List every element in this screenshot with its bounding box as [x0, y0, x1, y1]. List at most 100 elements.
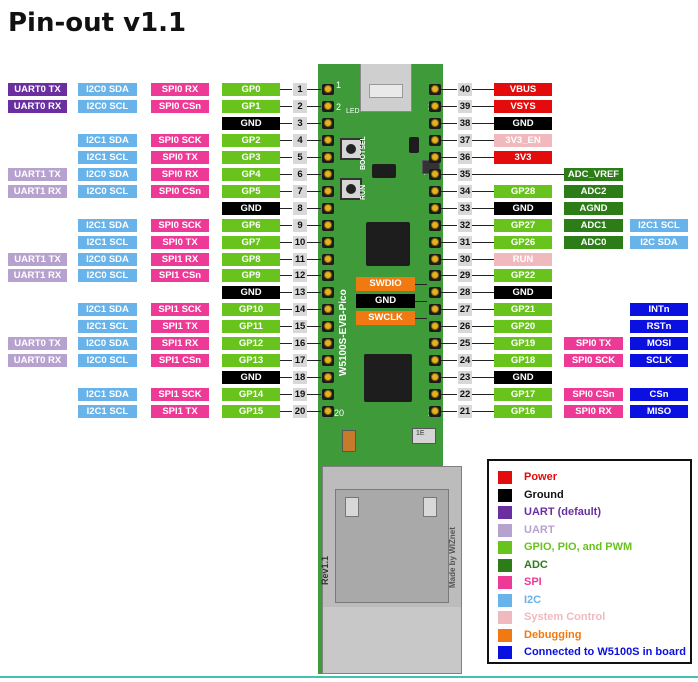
- pin-alt-label: SPI0 CSn: [564, 388, 623, 401]
- pin-i2c-label: I2C1 SCL: [78, 151, 137, 164]
- pin-header-pad: [322, 186, 334, 197]
- pin-spi-label: SPI1 CSn: [151, 354, 209, 367]
- pin-header-pad: [429, 220, 441, 231]
- pin-number: 26: [458, 320, 472, 333]
- pin-number: 3: [293, 117, 307, 130]
- pin-main-label: GP18: [494, 354, 552, 367]
- pin-alt-label: AGND: [564, 202, 623, 215]
- pin-number: 32: [458, 219, 472, 232]
- pin-gp-label: GP0: [222, 83, 280, 96]
- pin-connector: [280, 225, 292, 226]
- pin-number: 37: [458, 134, 472, 147]
- pin-alt-label: ADC2: [564, 185, 623, 198]
- pin-connector: [472, 360, 494, 361]
- pin-connector: [472, 191, 494, 192]
- pin-main-label: GND: [494, 117, 552, 130]
- pin-connector: [472, 106, 494, 107]
- brand-label: Made by WIZnet: [448, 527, 457, 588]
- pin-far-label: I2C1 SCL: [630, 219, 688, 232]
- pin-number: 17: [293, 354, 307, 367]
- pin-number: 27: [458, 303, 472, 316]
- pin-connector: [307, 377, 321, 378]
- pin-main-label: GP21: [494, 303, 552, 316]
- usb-connector: [360, 64, 412, 112]
- pin-connector: [280, 242, 292, 243]
- pin-number: 14: [293, 303, 307, 316]
- pin-connector: [307, 411, 321, 412]
- pin-spi-label: SPI1 SCK: [151, 303, 209, 316]
- debug-connector: [415, 301, 427, 302]
- pin-connector: [441, 89, 457, 90]
- pin-i2c-label: I2C1 SDA: [78, 219, 137, 232]
- pin-i2c-label: I2C0 SCL: [78, 100, 137, 113]
- pin-uart-label: UART1 RX: [8, 185, 67, 198]
- legend-swatch: [498, 541, 512, 554]
- pin-connector: [280, 106, 292, 107]
- pin-connector: [280, 326, 292, 327]
- pin-gp-label: GND: [222, 202, 280, 215]
- pin-header-pad: [322, 237, 334, 248]
- pin-connector: [307, 208, 321, 209]
- pin-2-mark: 2: [336, 102, 342, 112]
- legend-swatch: [498, 488, 512, 502]
- legend-label: Power: [524, 471, 558, 483]
- legend-swatch: [498, 611, 512, 624]
- pin-connector: [472, 343, 494, 344]
- pin-main-label: GND: [494, 371, 552, 384]
- pin-number: 33: [458, 202, 472, 215]
- pin-connector: [441, 343, 457, 344]
- pin-number: 21: [458, 405, 472, 418]
- pin-gp-label: GP9: [222, 269, 280, 282]
- pin-connector: [280, 360, 292, 361]
- pin-spi-label: SPI0 SCK: [151, 134, 209, 147]
- debug-pin-label: SWDIO: [356, 277, 415, 291]
- pin-spi-label: SPI0 CSn: [151, 100, 209, 113]
- pin-number: 4: [293, 134, 307, 147]
- pin-uart-label: UART1 TX: [8, 168, 67, 181]
- pin-header-pad: [322, 135, 334, 146]
- pin-connector: [441, 275, 457, 276]
- pin-header-pad: [322, 254, 334, 265]
- pin-number: 16: [293, 337, 307, 350]
- pin-number: 30: [458, 253, 472, 266]
- debug-connector: [415, 284, 427, 285]
- pin-connector: [472, 208, 494, 209]
- pin-connector: [472, 411, 494, 412]
- pin-header-pad: [322, 355, 334, 366]
- pin-alt-label: ADC1: [564, 219, 623, 232]
- pin-connector: [307, 292, 321, 293]
- pin-i2c-label: I2C0 SDA: [78, 168, 137, 181]
- pin-spi-label: SPI0 TX: [151, 236, 209, 249]
- pin-header-pad: [429, 355, 441, 366]
- pin-main-label: VBUS: [494, 83, 552, 96]
- pin-connector: [280, 275, 292, 276]
- pin-number: 15: [293, 320, 307, 333]
- pin-header-pad: [322, 169, 334, 180]
- pin-spi-label: SPI1 TX: [151, 320, 209, 333]
- pin-number: 34: [458, 185, 472, 198]
- pin-connector: [307, 157, 321, 158]
- pin-number: 10: [293, 236, 307, 249]
- pin-main-label: GND: [494, 202, 552, 215]
- legend-swatch: [498, 593, 512, 607]
- pin-number: 22: [458, 388, 472, 401]
- pin-header-pad: [322, 321, 334, 332]
- pin-main-label: VSYS: [494, 100, 552, 113]
- pin-i2c-label: I2C1 SCL: [78, 236, 137, 249]
- pin-gp-label: GP15: [222, 405, 280, 418]
- pin-alt-label: SPI0 RX: [564, 405, 623, 418]
- pin-connector: [472, 174, 564, 175]
- pin-header-pad: [322, 304, 334, 315]
- w5100s-chip: [364, 354, 412, 402]
- board-name-label: W5100S-EVB-Pico: [338, 289, 349, 376]
- pin-i2c-label: I2C0 SDA: [78, 337, 137, 350]
- pin-connector: [441, 123, 457, 124]
- legend-swatch: [498, 576, 512, 589]
- pin-connector: [280, 174, 292, 175]
- pin-uart-label: UART0 RX: [8, 100, 67, 113]
- pin-spi-label: SPI0 CSn: [151, 185, 209, 198]
- pin-number: 23: [458, 371, 472, 384]
- pin-gp-label: GP7: [222, 236, 280, 249]
- legend-label: GPIO, PIO, and PWM: [524, 541, 633, 553]
